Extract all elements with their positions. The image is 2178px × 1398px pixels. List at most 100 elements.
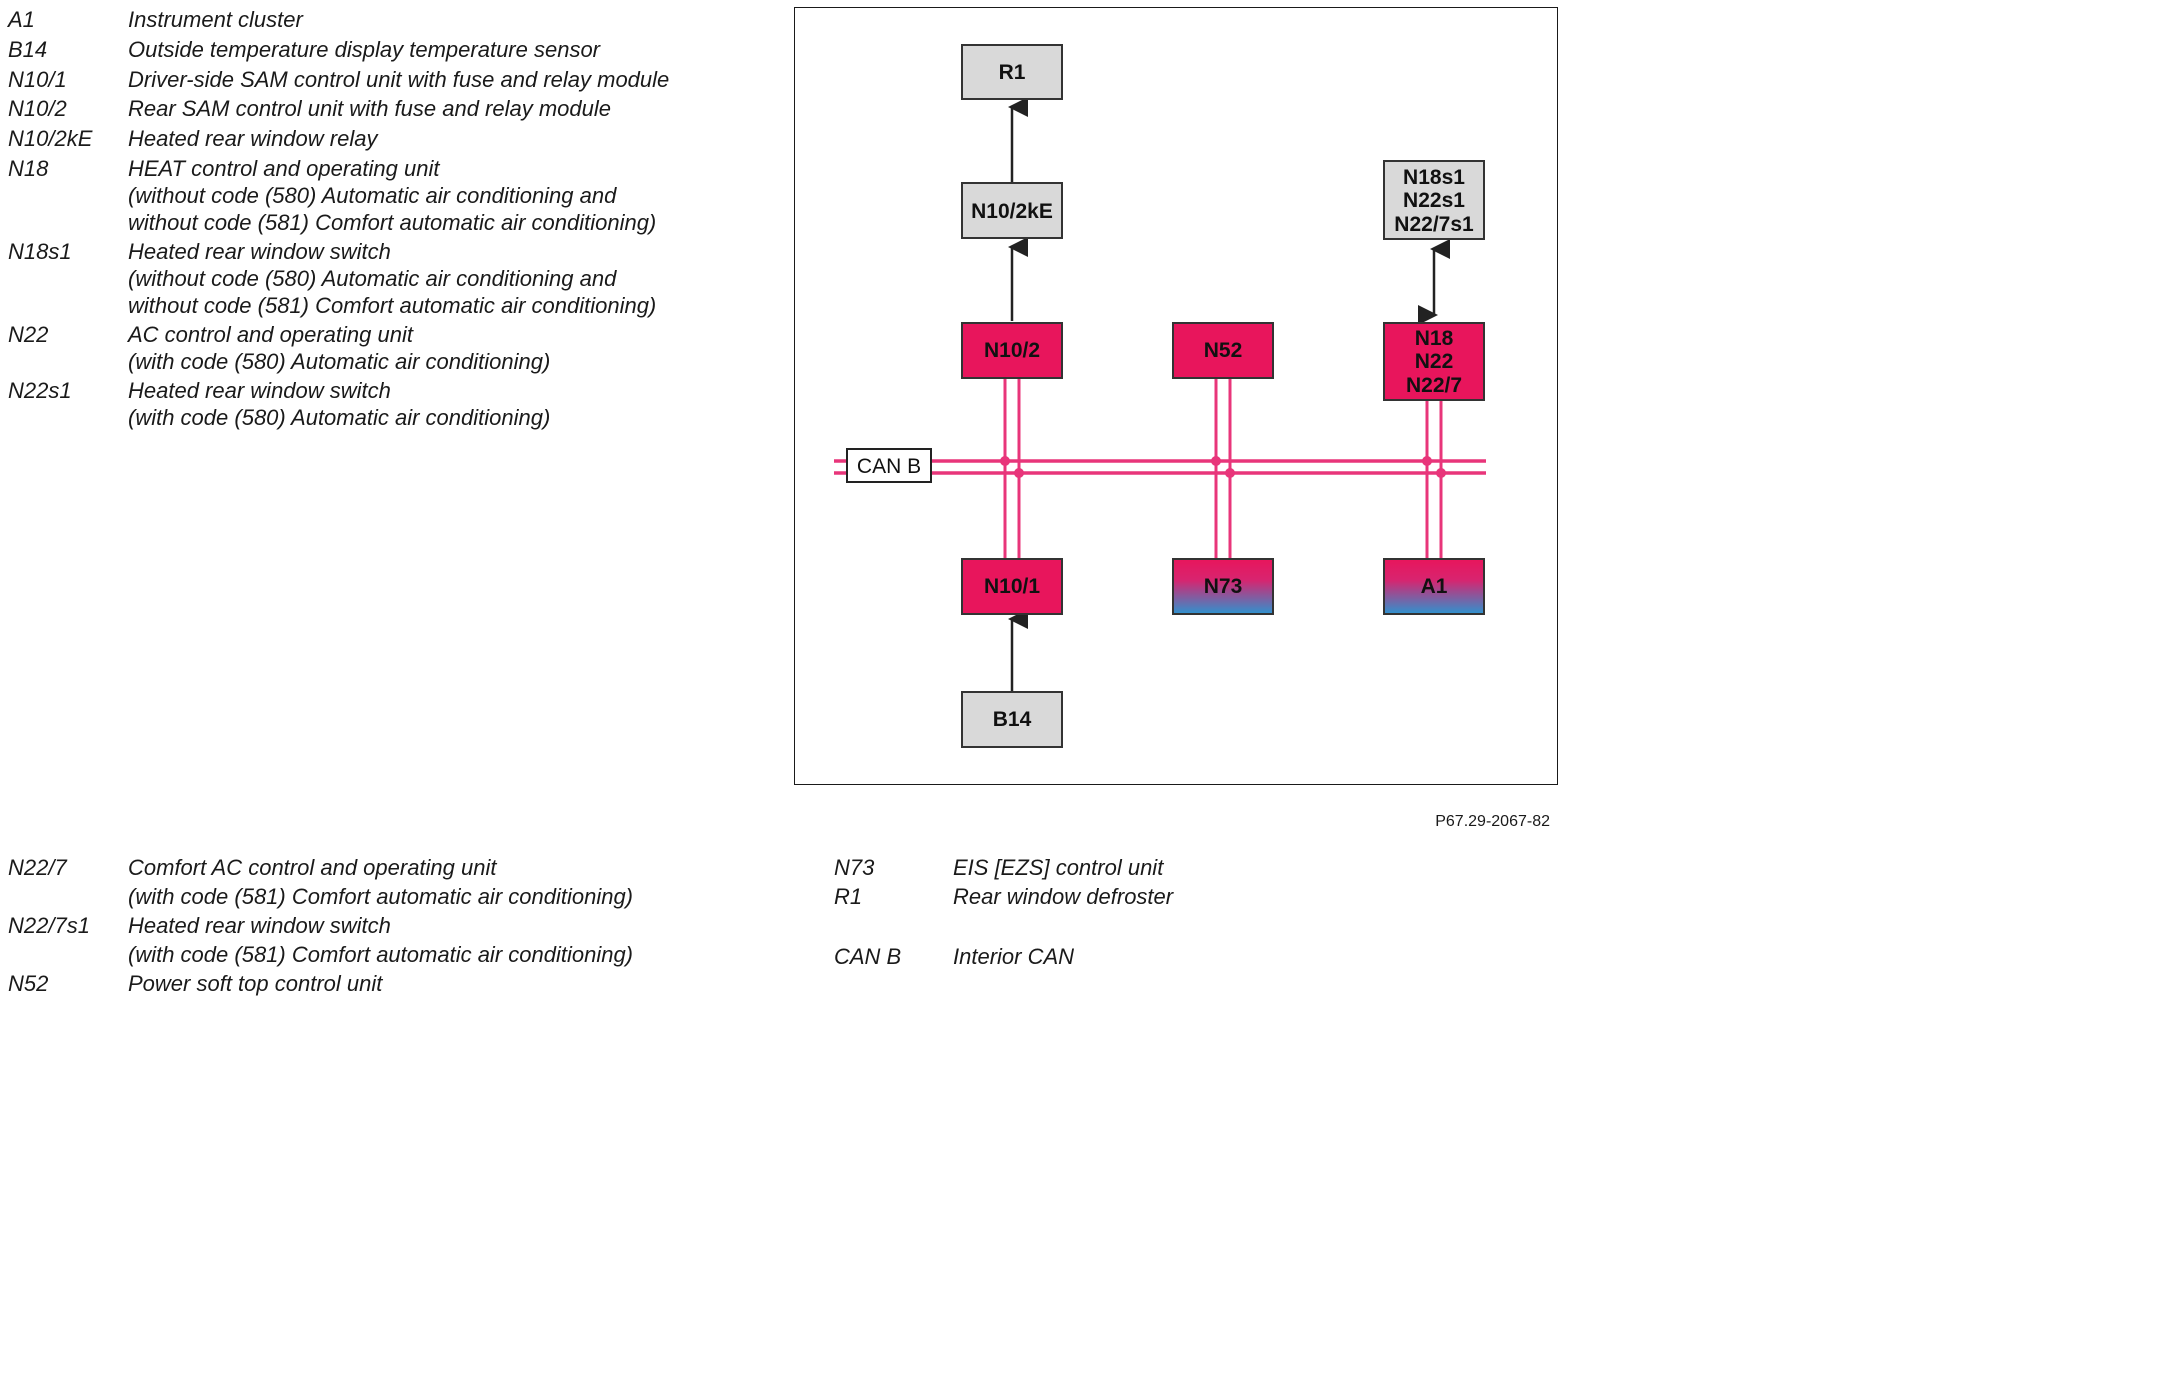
- can-b-label-box: CAN B: [846, 448, 932, 483]
- legend-item: N18 HEAT control and operating unit(witho…: [8, 154, 768, 237]
- legend-description: Outside temperature display temperature …: [128, 35, 768, 64]
- legend-code: CAN B: [834, 944, 902, 969]
- legend-description-line: (without code (580) Automatic air condit…: [128, 265, 617, 291]
- legend-description-line: (without code (580) Automatic air condit…: [128, 182, 617, 208]
- legend-description-line: without code (581) Comfort automatic air…: [128, 292, 657, 318]
- legend-description-line: (with code (580) Automatic air condition…: [128, 348, 551, 374]
- legend-description-line: Interior CAN: [953, 944, 1075, 969]
- legend-description: Rear SAM control unit with fuse and rela…: [128, 94, 768, 123]
- legend-description-line: HEAT control and operating unit: [128, 155, 440, 181]
- node-r1: R1: [961, 44, 1063, 100]
- legend-item: A1 Instrument cluster: [8, 5, 768, 35]
- legend-description-line: (with code (581) Comfort automatic air c…: [128, 884, 634, 909]
- legend-description-line: Power soft top control unit: [128, 971, 383, 996]
- legend-code: N18: [8, 155, 49, 181]
- can-b-label: CAN B: [857, 455, 921, 478]
- legend-code: N10/2: [8, 96, 67, 122]
- node-n73-label: N73: [1204, 575, 1243, 598]
- node-switches-line-2: N22s1: [1403, 189, 1465, 212]
- node-n52-label: N52: [1204, 339, 1243, 362]
- legend-item: R1 Rear window defroster: [834, 882, 1534, 911]
- legend-code: N10/1: [8, 66, 67, 92]
- legend-description-line: EIS [EZS] control unit: [953, 855, 1164, 880]
- node-b14: B14: [961, 691, 1063, 748]
- node-a1: A1: [1383, 558, 1485, 615]
- node-n10-2ke-label: N10/2kE: [971, 200, 1053, 223]
- legend-description-line: AC control and operating unit: [128, 321, 413, 347]
- node-n10-1-label: N10/1: [984, 575, 1040, 598]
- legend-description: Instrument cluster: [128, 5, 768, 34]
- legend-item: N22/7 Comfort AC control and operating un…: [8, 853, 768, 911]
- legend-item: N52 Power soft top control unit: [8, 969, 768, 998]
- legend-code: R1: [834, 884, 863, 909]
- legend-description-line: Driver-side SAM control unit with fuse a…: [128, 66, 670, 92]
- legend-description-line: Outside temperature display temperature …: [128, 36, 601, 62]
- node-b14-label: B14: [993, 708, 1032, 731]
- bus-junctions: [1000, 456, 1446, 478]
- figure-reference: P67.29-2067-82: [1435, 813, 1550, 830]
- node-a1-label: A1: [1421, 575, 1448, 598]
- legend-item: B14 Outside temperature display temperatu…: [8, 35, 768, 65]
- legend-description-line: Heated rear window switch: [128, 238, 391, 264]
- legend-description-line: Heated rear window switch: [128, 913, 391, 938]
- legend-code: N22s1: [8, 377, 72, 403]
- legend-bottom-left: N22/7 Comfort AC control and operating un…: [8, 853, 768, 998]
- node-hvac-line-3: N22/7: [1406, 374, 1462, 397]
- legend-code: N22/7s1: [8, 913, 90, 938]
- legend-item: N22s1 Heated rear window switch(with code…: [8, 376, 768, 432]
- legend-description-line: Heated rear window relay: [128, 126, 378, 152]
- legend-description: Comfort AC control and operating unit (wi…: [128, 853, 768, 911]
- legend-description: Heated rear window relay: [128, 124, 768, 153]
- legend-description-line: Instrument cluster: [128, 7, 303, 32]
- legend-code: N22: [8, 321, 49, 347]
- legend-item: N22 AC control and operating unit(with co…: [8, 320, 768, 376]
- legend-item: N22/7s1 Heated rear window switch (with co…: [8, 911, 768, 969]
- legend-item: N10/1 Driver-side SAM control unit with f…: [8, 65, 768, 95]
- legend-description-line: without code (581) Comfort automatic air…: [128, 209, 657, 235]
- legend-description-line: (with code (580) Automatic air condition…: [128, 404, 551, 430]
- legend-description-line: (with code (581) Comfort automatic air c…: [128, 942, 634, 967]
- node-switches-line-3: N22/7s1: [1394, 213, 1474, 236]
- legend-description: AC control and operating unit(with code …: [128, 320, 768, 376]
- legend-item: N18s1 Heated rear window switch(without c…: [8, 237, 768, 320]
- node-hvac-line-2: N22: [1415, 350, 1454, 373]
- legend-description: HEAT control and operating unit(without …: [128, 154, 768, 237]
- legend-code: A1: [8, 7, 35, 32]
- node-n10-2ke: N10/2kE: [961, 182, 1063, 239]
- legend-item: N10/2 Rear SAM control unit with fuse and…: [8, 94, 768, 124]
- node-n10-1: N10/1: [961, 558, 1063, 615]
- node-hvac: N18 N22 N22/7: [1383, 322, 1485, 401]
- legend-description: Heated rear window switch(without code (…: [128, 237, 768, 320]
- legend-item: CAN B Interior CAN: [834, 942, 1534, 971]
- node-r1-label: R1: [999, 61, 1026, 84]
- legend-description-line: Heated rear window switch: [128, 377, 391, 403]
- legend-description: Interior CAN: [953, 942, 1534, 971]
- node-switches-line-1: N18s1: [1403, 166, 1465, 189]
- legend-code: N22/7: [8, 855, 67, 880]
- legend-description-line: Rear SAM control unit with fuse and rela…: [128, 96, 612, 122]
- node-n52: N52: [1172, 322, 1274, 379]
- legend-description: Power soft top control unit: [128, 969, 768, 998]
- legend-code: B14: [8, 36, 48, 62]
- wiring-diagram: CAN B R1 N10/2kE N18s1 N22s1 N22/7s1 N10…: [834, 44, 1486, 748]
- legend-description: Heated rear window switch (with code (581…: [128, 911, 768, 969]
- legend-description-line: Comfort AC control and operating unit: [128, 855, 497, 880]
- node-hvac-line-1: N18: [1415, 327, 1454, 350]
- legend-description-line: Rear window defroster: [953, 884, 1174, 909]
- legend-code: N10/2kE: [8, 126, 93, 152]
- node-n10-2: N10/2: [961, 322, 1063, 379]
- legend-code: N52: [8, 971, 49, 996]
- legend-code: N18s1: [8, 238, 72, 264]
- legend-description: Driver-side SAM control unit with fuse a…: [128, 65, 768, 94]
- legend-description: Heated rear window switch(with code (580…: [128, 376, 768, 432]
- node-n73: N73: [1172, 558, 1274, 615]
- node-switches: N18s1 N22s1 N22/7s1: [1383, 160, 1485, 240]
- legend-item: N10/2kE Heated rear window relay: [8, 124, 768, 154]
- legend-description: EIS [EZS] control unit: [953, 853, 1534, 882]
- node-n10-2-label: N10/2: [984, 339, 1040, 362]
- legend-description: Rear window defroster: [953, 882, 1534, 911]
